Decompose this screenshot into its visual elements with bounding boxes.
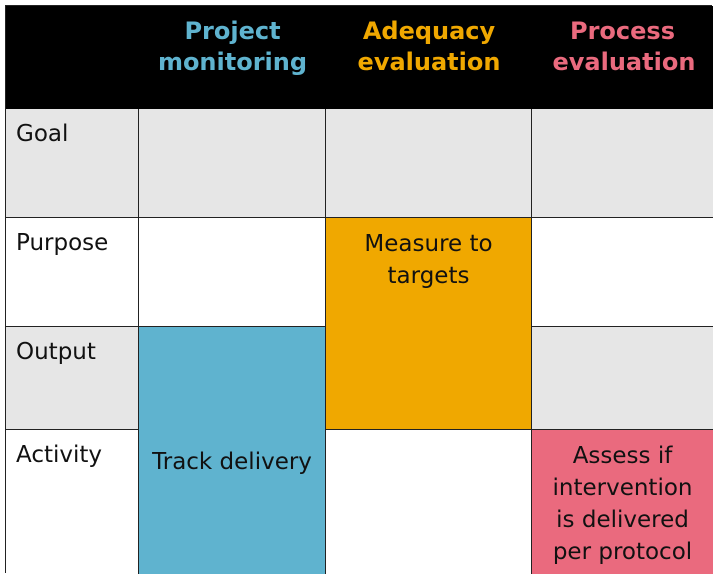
cell-monitoring-output-activity: Track delivery — [139, 327, 326, 574]
cell-goal-monitoring — [139, 109, 326, 218]
row-label-output: Output — [6, 327, 139, 430]
row-label-activity: Activity — [6, 430, 139, 574]
column-header-process-evaluation: Process evaluation — [532, 6, 713, 109]
cell-text-track-delivery: Track delivery — [152, 449, 312, 475]
row-label-purpose: Purpose — [6, 218, 139, 327]
cell-goal-process — [532, 109, 713, 218]
column-header-label: Project monitoring — [157, 17, 308, 76]
row-label-goal: Goal — [6, 109, 139, 218]
column-header-adequacy-evaluation: Adequacy evaluation — [326, 6, 532, 109]
evaluation-matrix: Project monitoring Adequacy evaluation P… — [5, 5, 713, 574]
cell-purpose-process — [532, 218, 713, 327]
cell-text-assess-if-intervention: Assess if intervention is delivered per … — [552, 443, 693, 565]
cell-activity-process: Assess if intervention is delivered per … — [532, 430, 713, 574]
cell-activity-adequacy — [326, 430, 532, 574]
cell-goal-adequacy — [326, 109, 532, 218]
cell-purpose-monitoring — [139, 218, 326, 327]
cell-adequacy-purpose-output: Measure to targets — [326, 218, 532, 430]
cell-text-measure-to-targets: Measure to targets — [364, 231, 493, 289]
cell-output-process — [532, 327, 713, 430]
header-corner — [6, 6, 139, 109]
column-header-project-monitoring: Project monitoring — [139, 6, 326, 109]
column-header-label: Adequacy evaluation — [357, 17, 501, 76]
column-header-label: Process evaluation — [552, 17, 696, 76]
